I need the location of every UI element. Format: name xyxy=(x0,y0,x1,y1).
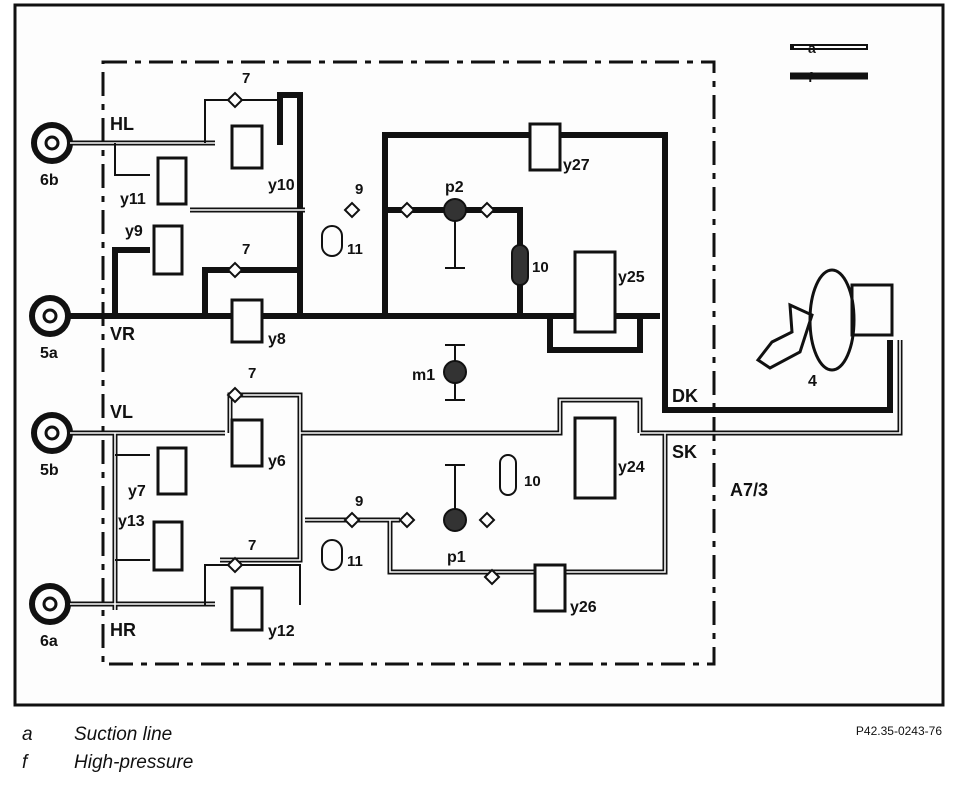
legend-code-f: f xyxy=(808,69,813,85)
circuit-label-vl: VL xyxy=(110,402,133,422)
valve-y13 xyxy=(152,520,184,572)
label-10-bottom: 10 xyxy=(524,473,541,490)
pump-p2 xyxy=(443,198,467,222)
label-11-bottom: 11 xyxy=(347,553,363,570)
legend-key-f: f xyxy=(22,752,28,773)
valve-label-y25: y25 xyxy=(618,269,645,286)
legend-code-a: a xyxy=(808,40,816,56)
valve-label-y27: y27 xyxy=(563,157,590,174)
accumulator-11-top xyxy=(321,225,343,257)
damper-10-bottom xyxy=(499,454,517,496)
line-label-sk: SK xyxy=(672,442,697,462)
unit-boundary xyxy=(101,60,716,666)
wheel-label-6b: 6b xyxy=(40,172,59,189)
valve-y7 xyxy=(156,446,188,496)
valve-y24 xyxy=(573,416,617,500)
check-valve-label-7-top: 7 xyxy=(242,70,250,87)
valve-label-y26: y26 xyxy=(570,599,597,616)
legend-item-high-pressure: f High-pressure xyxy=(22,752,193,774)
accumulator-11-bottom xyxy=(321,539,343,571)
check-valve-label-7-low1: 7 xyxy=(248,365,256,382)
check-valve-label-7-low2: 7 xyxy=(248,537,256,554)
circuit-label-hl: HL xyxy=(110,114,134,134)
motor-m1 xyxy=(443,360,467,384)
motor-label-m1: m1 xyxy=(412,367,435,384)
reference-code: P42.35-0243-76 xyxy=(855,724,942,738)
pump-label-p2: p2 xyxy=(445,179,464,196)
damper-10-top xyxy=(511,244,529,286)
valve-label-y9: y9 xyxy=(125,223,143,240)
brake-booster-4 xyxy=(755,268,894,372)
label-9-top: 9 xyxy=(355,181,363,198)
circuit-label-hr: HR xyxy=(110,620,136,640)
valve-y11 xyxy=(156,156,188,206)
circuit-label-vr: VR xyxy=(110,324,135,344)
valve-y10 xyxy=(230,124,264,170)
valve-label-y7: y7 xyxy=(128,483,146,500)
valve-label-y6: y6 xyxy=(268,453,286,470)
diagram-frame xyxy=(13,3,945,707)
check-valves xyxy=(226,91,501,586)
legend-lines xyxy=(790,44,868,80)
label-10-top: 10 xyxy=(532,259,549,276)
valve-y6 xyxy=(230,418,264,468)
valve-label-y24: y24 xyxy=(618,459,645,476)
valve-label-y13: y13 xyxy=(118,513,145,530)
valve-label-y8: y8 xyxy=(268,331,286,348)
label-11-top: 11 xyxy=(347,241,363,258)
unit-label-a7-3: A7/3 xyxy=(730,480,768,500)
pump-p1 xyxy=(443,508,467,532)
wheel-label-5a: 5a xyxy=(40,345,58,362)
wheel-label-6a: 6a xyxy=(40,633,58,650)
wheel-6a xyxy=(29,583,71,625)
booster-label-4: 4 xyxy=(808,373,817,390)
legend-key-a: a xyxy=(22,724,33,745)
wheel-5a xyxy=(29,295,71,337)
check-valve-label-7-mid: 7 xyxy=(242,241,250,258)
valve-blocks xyxy=(152,122,617,632)
valve-y8 xyxy=(230,298,264,344)
valve-y9 xyxy=(152,224,184,276)
line-label-dk: DK xyxy=(672,386,698,406)
valve-label-y11: y11 xyxy=(120,191,146,208)
legend-text-suction: Suction line xyxy=(74,724,173,745)
wheel-label-5b: 5b xyxy=(40,462,59,479)
legend-text-high-pressure: High-pressure xyxy=(74,752,194,773)
valve-label-y10: y10 xyxy=(268,177,295,194)
valve-y27 xyxy=(528,122,562,172)
legend-item-suction: a Suction line xyxy=(22,724,172,746)
diagram-labels: a f 6b 5a 5b 6a HL VR VL HR y10 y11 y9 y… xyxy=(40,40,817,650)
pump-label-p1: p1 xyxy=(447,549,466,566)
valve-y26 xyxy=(533,563,567,613)
valve-label-y12: y12 xyxy=(268,623,295,640)
high-pressure-lines xyxy=(70,92,893,413)
label-9-bottom: 9 xyxy=(355,493,363,510)
valve-y25 xyxy=(573,250,617,334)
valve-y12 xyxy=(230,586,264,632)
